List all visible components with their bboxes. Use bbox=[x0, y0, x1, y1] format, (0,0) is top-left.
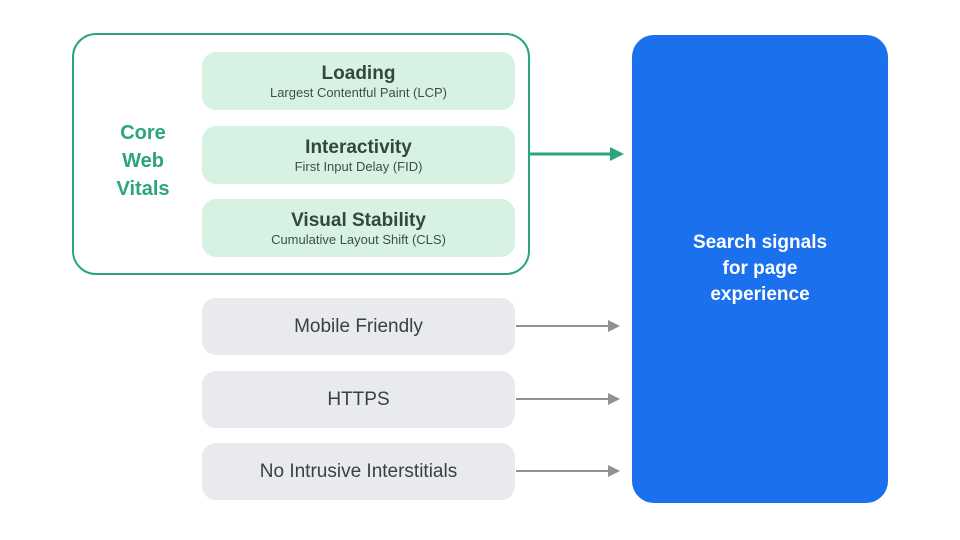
signal-label: No Intrusive Interstitials bbox=[259, 460, 458, 482]
arrow-line bbox=[516, 398, 610, 400]
https-arrow bbox=[516, 392, 620, 406]
search-signals-line: Search signals bbox=[692, 232, 828, 253]
arrow-line bbox=[530, 152, 614, 156]
vital-card-subtitle: First Input Delay (FID) bbox=[294, 158, 423, 174]
signal-box-https: HTTPS bbox=[202, 371, 515, 428]
vital-card-title: Loading bbox=[321, 62, 396, 84]
arrow-line bbox=[516, 325, 610, 327]
arrow-line bbox=[516, 470, 610, 472]
core-web-vitals-label: Core Web Vitals bbox=[88, 119, 198, 203]
vital-card-interactivity: Interactivity First Input Delay (FID) bbox=[202, 126, 515, 184]
search-signals-line: experience bbox=[710, 284, 810, 305]
search-signals-line: for page bbox=[722, 258, 798, 279]
signal-label: Mobile Friendly bbox=[294, 315, 423, 337]
arrow-head bbox=[608, 393, 620, 405]
signal-box-no-intrusive-interstitials: No Intrusive Interstitials bbox=[202, 443, 515, 500]
mobile-friendly-arrow bbox=[516, 319, 620, 333]
vital-card-title: Visual Stability bbox=[291, 209, 426, 231]
vital-card-subtitle: Largest Contentful Paint (LCP) bbox=[269, 84, 448, 100]
arrow-head bbox=[610, 147, 624, 161]
vital-card-title: Interactivity bbox=[305, 136, 412, 158]
arrow-head bbox=[608, 320, 620, 332]
vital-card-visual-stability: Visual Stability Cumulative Layout Shift… bbox=[202, 199, 515, 257]
vital-card-subtitle: Cumulative Layout Shift (CLS) bbox=[271, 231, 446, 247]
core-web-vitals-group bbox=[72, 33, 530, 275]
no-intrusive-interstitials-arrow bbox=[516, 464, 620, 478]
core-web-vitals-label-line: Vitals bbox=[116, 178, 170, 200]
core-web-vitals-label-line: Core bbox=[120, 122, 166, 144]
signal-label: HTTPS bbox=[327, 388, 390, 410]
search-signals-panel: Search signals for page experience bbox=[632, 35, 888, 503]
signal-box-mobile-friendly: Mobile Friendly bbox=[202, 298, 515, 355]
core-web-vitals-arrow bbox=[530, 146, 624, 162]
vital-card-loading: Loading Largest Contentful Paint (LCP) bbox=[202, 52, 515, 110]
arrow-head bbox=[608, 465, 620, 477]
core-web-vitals-label-line: Web bbox=[122, 150, 164, 172]
